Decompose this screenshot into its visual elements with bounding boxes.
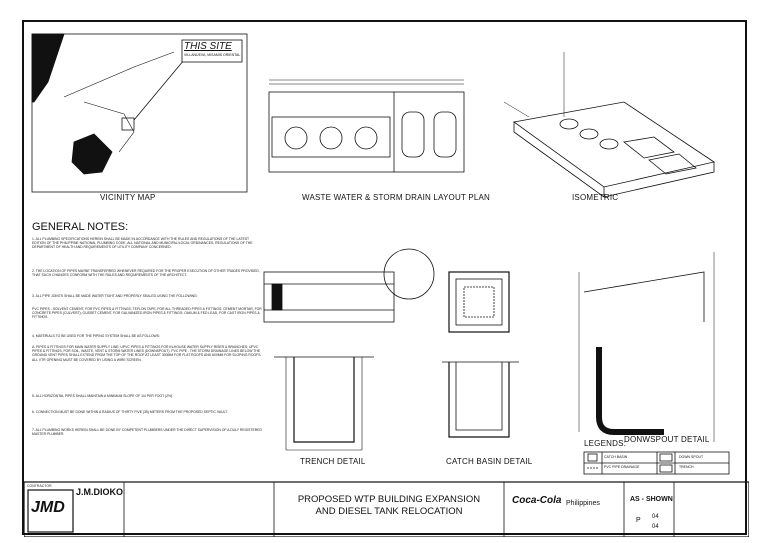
downspout-title: DONWSPOUT DETAIL	[624, 435, 710, 444]
catch-basin-plan	[448, 271, 510, 333]
note-5: 5. ALL HORIZONTAL PIPES SHALL MAINTAIN A…	[32, 394, 174, 398]
sheet-total: 04	[652, 524, 659, 530]
catch-basin-section	[448, 362, 510, 438]
trench-plan	[263, 271, 395, 323]
contractor-logo: JMD	[31, 499, 65, 516]
contractor-name: J.M.DIOKO	[76, 487, 124, 497]
vicinity-map-title: VICINITY MAP	[100, 193, 156, 202]
vicinity-land-dark-2	[71, 133, 113, 175]
legend-catch-basin: CATCH BASIN	[604, 455, 628, 459]
isometric-title: ISOMETRIC	[572, 193, 619, 202]
note-4: 4. MATERIALS TO BE USED FOR THE PIPING S…	[32, 334, 160, 338]
general-notes-title: GENERAL NOTES:	[32, 221, 129, 233]
client-brand: Coca-Cola	[512, 495, 562, 506]
vicinity-land-dark	[31, 33, 65, 103]
note-3-detail: PVC PIPES - SOLVENT CEMENT, FOR PVC PIPE…	[32, 307, 262, 320]
this-site-label: THIS SITE	[184, 41, 232, 52]
project-title-2: AND DIESEL TANK RELOCATION	[315, 506, 463, 517]
legend-down-spout: DOWN SPOUT	[679, 455, 704, 459]
drawing-sheet: THIS SITE VILLANUEVA, MISAMIS ORIENTAL V…	[22, 20, 749, 537]
plan-outline	[268, 91, 465, 173]
scale-value: AS - SHOWN	[630, 496, 673, 503]
trench-detail-callout	[383, 248, 435, 300]
legend-trench: TRENCH	[679, 465, 694, 469]
project-title: PROPOSED WTP BUILDING EXPANSION	[297, 494, 481, 505]
note-3: 3. ALL PIPE JOINTS SHALL BE MADE WATER T…	[32, 294, 198, 298]
note-2: 2. THE LOCATION OF PIPES MAYBE TRANSFERR…	[32, 269, 260, 278]
layout-plan-title: WASTE WATER & STORM DRAIN LAYOUT PLAN	[302, 193, 491, 202]
vicinity-road	[63, 51, 175, 98]
title-block	[24, 481, 749, 537]
vicinity-road-2	[83, 101, 135, 153]
sheet-number: 04	[652, 514, 659, 520]
roof-edge	[583, 271, 705, 322]
sheet-prefix: P	[636, 517, 641, 524]
catch-basin-title: CATCH BASIN DETAIL	[446, 457, 533, 466]
note-7: 7. ALL PLUMBING WORKS HEREIN SHALL BE DO…	[32, 428, 262, 437]
client-country: Philippines	[566, 500, 600, 507]
contractor-label: CONTRACTOR	[27, 484, 52, 488]
note-1: 1. ALL PLUMBING SPECIFICATIONS HEREIN SH…	[32, 237, 253, 250]
downspout-pipe	[596, 347, 664, 435]
site-sub-label: VILLANUEVA, MISAMIS ORIENTAL	[184, 53, 241, 57]
trench-section	[293, 357, 355, 443]
note-6: 6. CONNECTION MUST BE DONE WITHIN A RADI…	[32, 410, 228, 414]
drawing-canvas	[24, 33, 749, 537]
vicinity-map-frame	[31, 33, 248, 193]
vicinity-leader	[133, 59, 185, 121]
legends-title: LEGENDS:	[584, 439, 627, 448]
plan-tank-row	[271, 116, 391, 158]
trench-detail-title: TRENCH DETAIL	[300, 457, 366, 466]
legend-pvc-pipe: PVC PIPE DRAINAGE	[604, 465, 640, 469]
iso-slab	[513, 101, 715, 188]
vicinity-site-box	[121, 117, 135, 131]
note-4-detail: A. PIPES & FITTINGS FOR MAIN WATER SUPPL…	[32, 345, 262, 362]
